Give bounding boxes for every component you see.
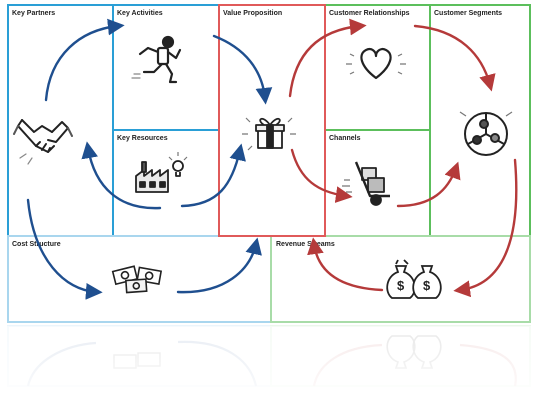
block-borders (7, 4, 531, 323)
arrow-partners-to-cost (26, 198, 103, 300)
key-partners-label: Key Partners (12, 10, 55, 17)
arrow-relationships-to-segments (413, 24, 496, 92)
handshake-icon (13, 119, 73, 165)
factory-icon (135, 152, 188, 193)
cost-structure-label: Cost Structure (12, 241, 61, 248)
gift-box-icon (242, 117, 296, 151)
arrow-revenue-to-value (307, 237, 384, 292)
value-proposition-block (218, 4, 326, 237)
customer-pie-icon (459, 111, 513, 156)
arrow-segments-to-revenue (453, 158, 518, 298)
arrow-resources-to-partners (81, 141, 162, 210)
key-activities-label: Key Activities (117, 10, 163, 17)
key-activities-block (112, 4, 220, 131)
hand-truck-icon (342, 161, 390, 206)
key-resources-label: Key Resources (117, 135, 168, 142)
arrow-resources-to-value (180, 143, 246, 208)
money-bags-icon: $ $ (386, 259, 442, 299)
arrow-value-to-channels (290, 148, 353, 203)
customer-segments-label: Customer Segments (434, 10, 502, 17)
arrow-channels-to-segments (396, 161, 461, 208)
block-labels: Key Partners Key Activities Key Resource… (12, 10, 502, 248)
svg-text:$: $ (423, 278, 431, 293)
channels-label: Channels (329, 135, 361, 142)
arrow-partners-to-activities (44, 18, 125, 102)
value-proposition-label: Value Proposition (223, 10, 282, 17)
customer-relationships-block (324, 4, 431, 131)
reflection-fade (0, 326, 535, 418)
heart-icon (346, 48, 406, 80)
blue-arrows (26, 18, 273, 300)
arrow-value-to-relationships (288, 18, 367, 98)
revenue-streams-label: Revenue Streams (276, 241, 335, 248)
revenue-streams-block (270, 235, 531, 323)
arrow-activities-to-value (212, 34, 273, 105)
red-arrows (288, 18, 518, 298)
running-person-icon (131, 35, 182, 84)
svg-text:$: $ (397, 278, 405, 293)
money-bills-icon (111, 265, 163, 294)
arrow-cost-to-value (176, 237, 262, 294)
customer-relationships-label: Customer Relationships (329, 10, 410, 17)
